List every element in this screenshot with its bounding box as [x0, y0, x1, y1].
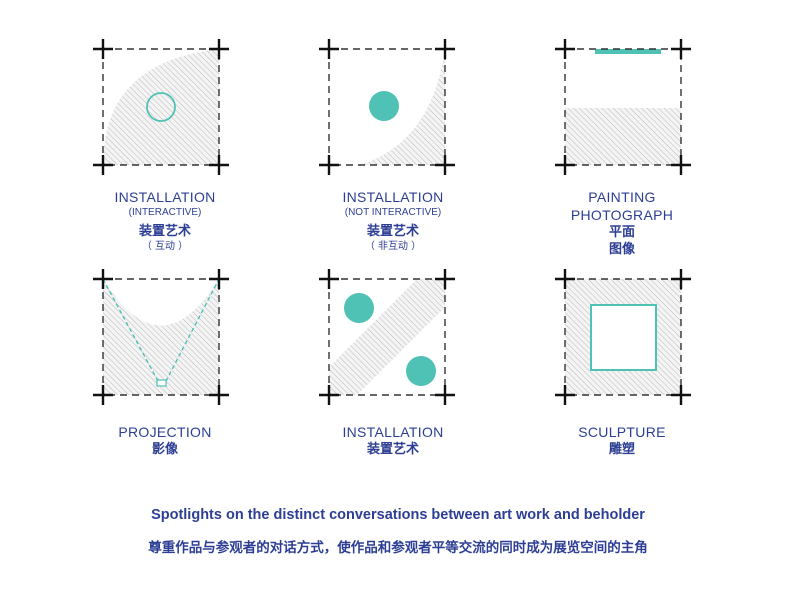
visitor-zone-hatch — [565, 108, 681, 165]
label-zh: 装置艺术 — [138, 224, 191, 239]
installation-not-interactive-diagram — [319, 39, 455, 175]
caption-chinese: 尊重作品与参观者的对话方式，使作品和参观者平等交流的同时成为展览空间的主角 — [148, 540, 648, 556]
label-zh: 装置艺术 — [366, 224, 419, 239]
sculpture-plinth — [590, 304, 657, 371]
label-zh-sub: 图像 — [608, 242, 635, 257]
sculpture-diagram — [555, 269, 691, 405]
artwork-filled-circle — [369, 91, 399, 121]
label-sculpture: SCULPTURE 雕塑 — [512, 423, 732, 458]
label-en: PAINTING — [588, 189, 656, 205]
label-zh: 雕塑 — [608, 442, 635, 457]
label-painting-photograph: PAINTING PHOTOGRAPH 平面 图像 — [512, 188, 732, 258]
installation-interactive-diagram — [93, 39, 229, 175]
visitor-zone-hatch — [103, 279, 219, 395]
label-en: SCULPTURE — [578, 424, 666, 440]
caption-english: Spotlights on the distinct conversations… — [151, 507, 645, 523]
visitor-zone-hatch — [360, 49, 445, 165]
label-en: INSTALLATION — [114, 189, 216, 205]
artwork-top-circle — [344, 293, 374, 323]
label-installation-interactive: INSTALLATION (INTERACTIVE) 装置艺术 （ 互动 ） — [55, 188, 275, 254]
label-installation: INSTALLATION 装置艺术 — [283, 423, 503, 458]
label-zh-sub: （ 非互动 ） — [364, 241, 422, 252]
artwork-outline-circle — [146, 92, 176, 122]
label-en-sub: PHOTOGRAPH — [570, 207, 674, 223]
installation-diagram — [319, 269, 455, 405]
visitor-zone-hatch — [329, 279, 445, 395]
artwork-bottom-circle — [406, 356, 436, 386]
label-zh: 装置艺术 — [366, 442, 419, 457]
visitor-zone-hatch — [103, 49, 219, 165]
label-installation-not-interactive: INSTALLATION (NOT INTERACTIVE) 装置艺术 （ 非互… — [283, 188, 503, 254]
projector — [156, 379, 167, 387]
painting-photograph-diagram — [555, 39, 691, 175]
label-projection: PROJECTION 影像 — [55, 423, 275, 458]
wall-artwork-bar — [595, 49, 661, 54]
label-en: INSTALLATION — [342, 189, 444, 205]
label-en: INSTALLATION — [342, 424, 444, 440]
label-en: PROJECTION — [118, 424, 212, 440]
label-zh-sub: （ 互动 ） — [141, 241, 189, 252]
label-zh: 平面 — [608, 225, 635, 240]
label-en-sub: (NOT INTERACTIVE) — [344, 207, 442, 218]
projection-diagram — [93, 269, 229, 405]
label-zh: 影像 — [151, 442, 178, 457]
label-en-sub: (INTERACTIVE) — [128, 207, 202, 218]
